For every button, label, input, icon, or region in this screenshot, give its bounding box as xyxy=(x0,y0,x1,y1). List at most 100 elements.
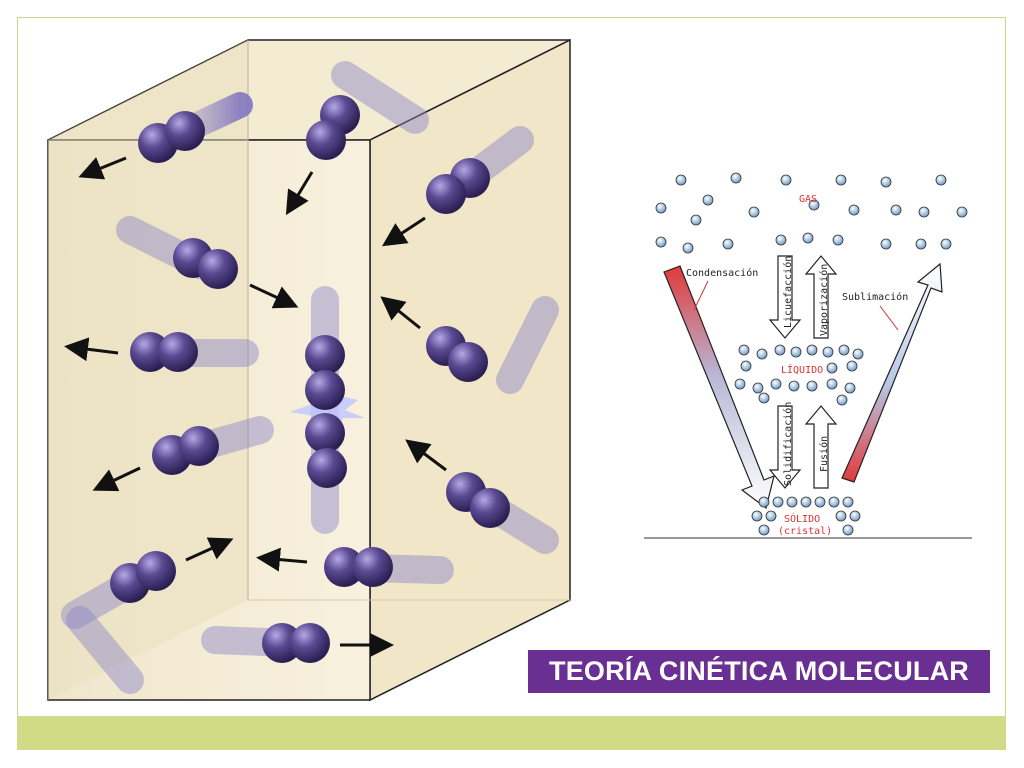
particle-icon xyxy=(852,348,864,360)
particle-icon xyxy=(722,238,734,250)
molecule-icon xyxy=(152,426,219,475)
particle-icon xyxy=(734,378,746,390)
molecules xyxy=(110,95,510,663)
particle-icon xyxy=(814,496,826,508)
motion-arrow-icon xyxy=(78,156,127,180)
motion-arrow-icon xyxy=(381,216,426,247)
particle-icon xyxy=(772,496,784,508)
condensation-arrow xyxy=(663,265,775,510)
liquid-particles xyxy=(734,344,864,406)
molecule-icon xyxy=(110,551,176,603)
particle-icon xyxy=(655,202,667,214)
particle-icon xyxy=(918,206,930,218)
label-solidification: Solidificación xyxy=(782,402,794,486)
molecule-icon xyxy=(305,335,345,410)
label-solid: SÓLIDO xyxy=(784,512,820,525)
particle-icon xyxy=(835,510,847,522)
particle-icon xyxy=(775,234,787,246)
particle-icon xyxy=(702,194,714,206)
particle-icon xyxy=(956,206,968,218)
particle-icon xyxy=(765,510,777,522)
solidification-arrow xyxy=(768,405,802,489)
particle-icon xyxy=(682,242,694,254)
particle-icon xyxy=(690,214,702,226)
particle-icon xyxy=(740,360,752,372)
condensation-pointer xyxy=(693,280,709,311)
particle-icon xyxy=(758,392,770,404)
particle-icon xyxy=(730,172,742,184)
particle-icon xyxy=(786,496,798,508)
particle-icon xyxy=(748,206,760,218)
particle-icon xyxy=(880,238,892,250)
particle-icon xyxy=(822,346,834,358)
particle-icon xyxy=(655,236,667,248)
particle-icon xyxy=(774,344,786,356)
particle-icon xyxy=(835,174,847,186)
particle-icon xyxy=(832,234,844,246)
sublimation-pointer xyxy=(879,305,899,331)
particle-icon xyxy=(751,510,763,522)
particle-icon xyxy=(808,199,820,211)
molecule-icon xyxy=(324,547,393,587)
molecule-icon xyxy=(426,158,490,214)
particle-icon xyxy=(848,204,860,216)
particle-icon xyxy=(806,344,818,356)
molecule-icon xyxy=(306,95,360,160)
label-liquid: LÍQUIDO xyxy=(781,363,823,376)
particle-icon xyxy=(770,378,782,390)
motion-arrow-icon xyxy=(256,547,308,572)
page-title: TEORÍA CINÉTICA MOLECULAR xyxy=(528,650,990,693)
motion-arrow-icon xyxy=(380,296,421,330)
particle-icon xyxy=(846,360,858,372)
label-liquefaction: Licuefacción xyxy=(782,256,794,328)
particle-icon xyxy=(738,344,750,356)
particle-icon xyxy=(800,496,812,508)
particle-icon xyxy=(890,204,902,216)
label-solid-note: (cristal) xyxy=(778,526,832,537)
particle-icon xyxy=(842,496,854,508)
label-condensation: Condensación xyxy=(686,267,758,279)
gas-particles xyxy=(655,172,968,254)
label-fusion: Fusión xyxy=(818,436,830,472)
particle-icon xyxy=(758,524,770,536)
particle-icon xyxy=(940,238,952,250)
label-vaporization: Vaporización xyxy=(818,264,830,336)
particle-icon xyxy=(838,344,850,356)
particle-icon xyxy=(915,238,927,250)
motion-arrow-icon xyxy=(185,537,234,562)
particle-icon xyxy=(880,176,892,188)
molecule-icon xyxy=(305,413,347,488)
fusion-arrow xyxy=(804,405,838,489)
liquefaction-arrow xyxy=(768,255,802,339)
particle-icon xyxy=(836,394,848,406)
particle-icon xyxy=(752,382,764,394)
phase-change-diagram: GAS Condensación Sublimación Licuefacció… xyxy=(644,172,972,539)
motion-arrow-icon xyxy=(285,171,314,216)
particle-icon xyxy=(844,382,856,394)
particle-icon xyxy=(788,380,800,392)
sublimation-arrow xyxy=(841,262,943,483)
particle-icon xyxy=(806,380,818,392)
molecule-icon xyxy=(173,238,238,289)
particle-icon xyxy=(790,346,802,358)
molecule-icon xyxy=(138,111,205,163)
label-gas: GAS xyxy=(799,194,817,205)
particle-icon xyxy=(758,496,770,508)
particle-icon xyxy=(675,174,687,186)
molecule-icon xyxy=(130,332,198,372)
particle-icon xyxy=(826,362,838,374)
molecule-icon xyxy=(426,326,488,382)
particle-icon xyxy=(849,510,861,522)
label-sublimation: Sublimación xyxy=(842,291,908,303)
solid-particles xyxy=(751,496,861,536)
vaporization-arrow xyxy=(804,255,838,339)
motion-arrows xyxy=(64,156,447,657)
motion-arrow-icon xyxy=(64,337,119,362)
motion-arrow-icon xyxy=(405,439,447,472)
motion-arrow-icon xyxy=(92,466,141,492)
particle-icon xyxy=(802,232,814,244)
particle-icon xyxy=(842,524,854,536)
motion-arrow-icon xyxy=(249,283,299,309)
particle-icon xyxy=(935,174,947,186)
